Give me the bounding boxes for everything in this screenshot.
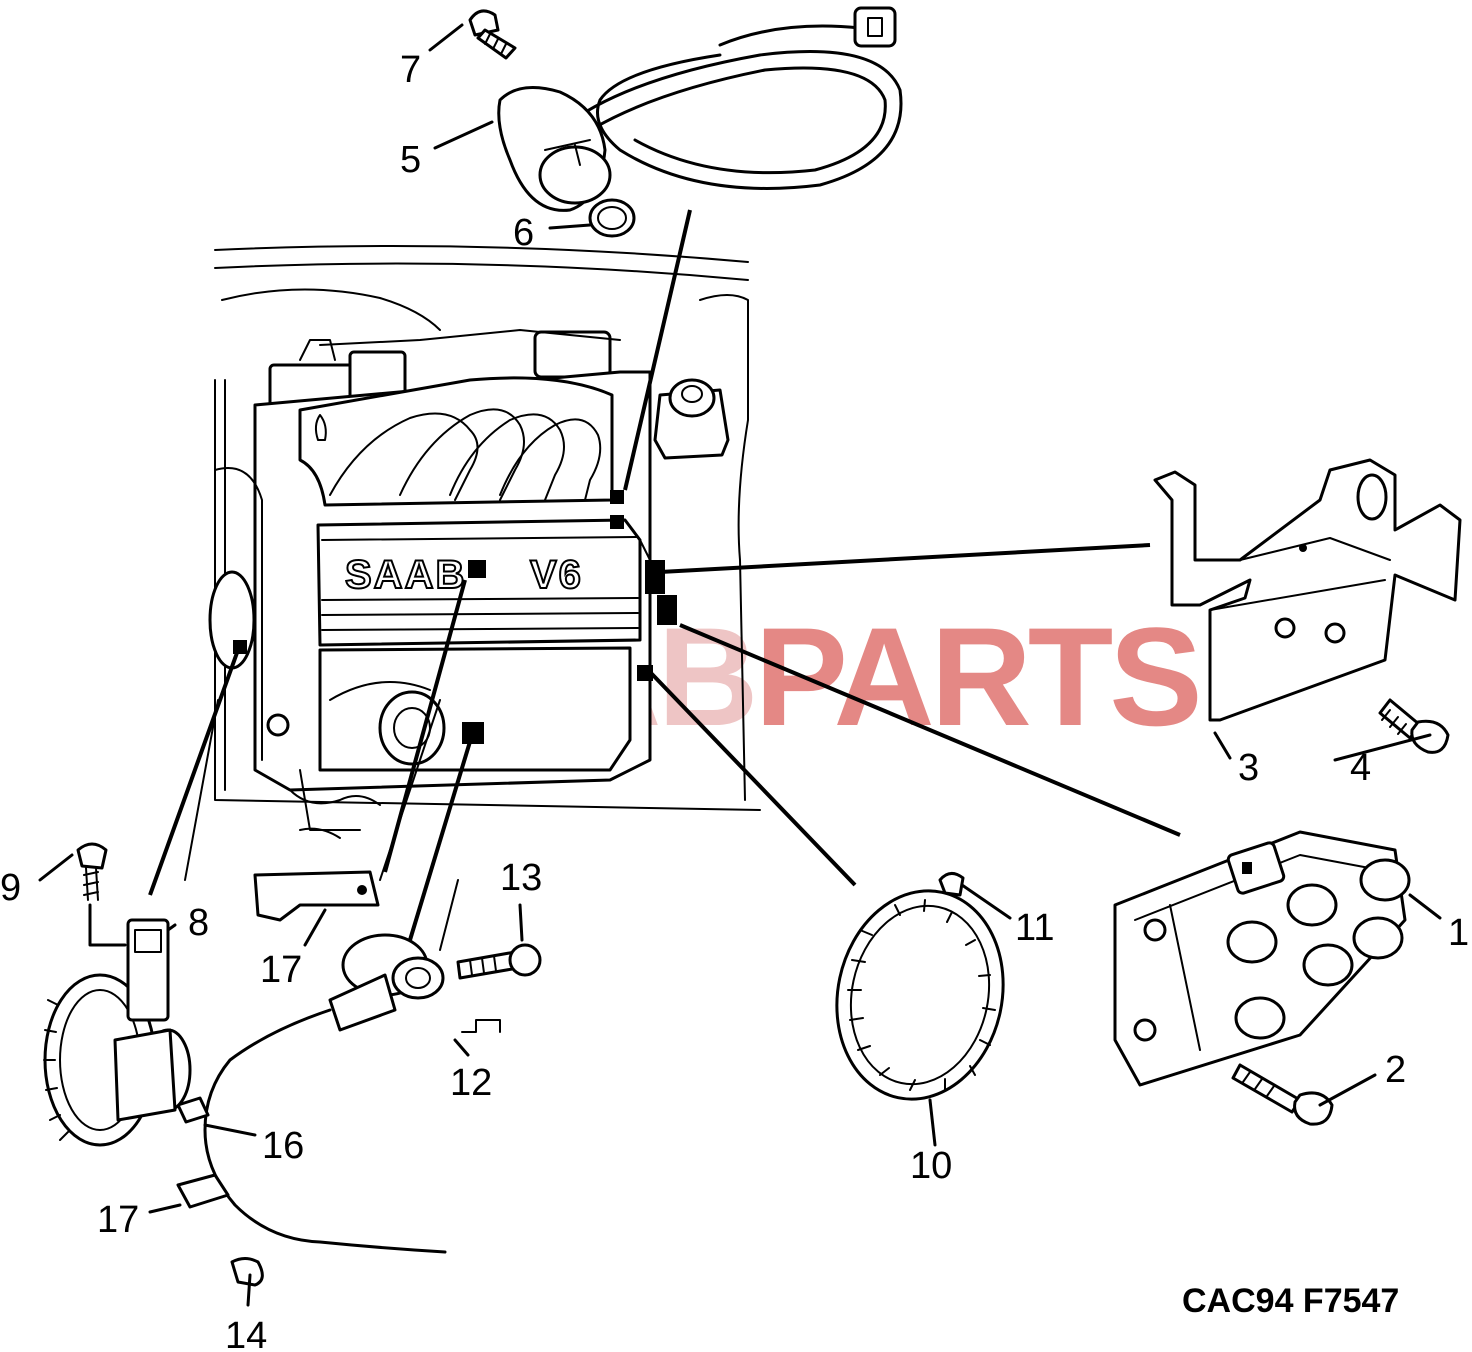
callout-12: 12 [450, 1062, 492, 1104]
callout-11: 11 [1015, 907, 1054, 949]
engine-model-badge: V6 [530, 553, 583, 597]
pulse-ring [835, 889, 1005, 1101]
callout-6: 6 [513, 212, 534, 254]
coil-towers [1226, 858, 1411, 1040]
cable-clips [176, 1096, 264, 1287]
callout-17-bracket: 17 [260, 949, 302, 991]
cassette-bolt [1231, 1063, 1334, 1126]
callout-8: 8 [188, 902, 209, 944]
sprocket-assembly [43, 918, 192, 1147]
drawing-code: CAC94 F7547 [1182, 1282, 1399, 1320]
sensor-bolt [456, 943, 542, 980]
callout-14: 14 [225, 1315, 267, 1352]
callout-16: 16 [262, 1125, 304, 1167]
callout-1: 1 [1448, 912, 1469, 954]
sensor-screw [468, 9, 517, 60]
leader-lines [38, 23, 1442, 1307]
engine-brand-badge: SAAB [345, 553, 466, 597]
sprocket-bolt [76, 842, 108, 901]
callout-labels: 1 2 3 4 5 6 7 8 9 10 11 12 13 14 16 17 1… [0, 49, 1469, 1352]
callout-9: 9 [0, 867, 21, 909]
callout-2: 2 [1385, 1049, 1406, 1091]
sensor-with-cable [497, 6, 903, 212]
callout-7: 7 [400, 49, 421, 91]
bracket [1153, 458, 1462, 722]
watermark-suffix: PARTS [755, 598, 1199, 755]
callout-10: 10 [910, 1145, 952, 1187]
callout-3: 3 [1238, 747, 1259, 789]
callout-4: 4 [1350, 747, 1371, 789]
callout-13: 13 [500, 857, 542, 899]
o-ring [588, 198, 636, 238]
ignition-cassette [1113, 830, 1411, 1087]
knock-sensor [203, 933, 501, 1254]
callout-5: 5 [400, 139, 421, 181]
engine-assembly: SAAB V6 [208, 245, 761, 831]
harness-bracket [253, 827, 380, 922]
ring-screw [938, 872, 965, 897]
callout-17-clip: 17 [97, 1199, 139, 1241]
